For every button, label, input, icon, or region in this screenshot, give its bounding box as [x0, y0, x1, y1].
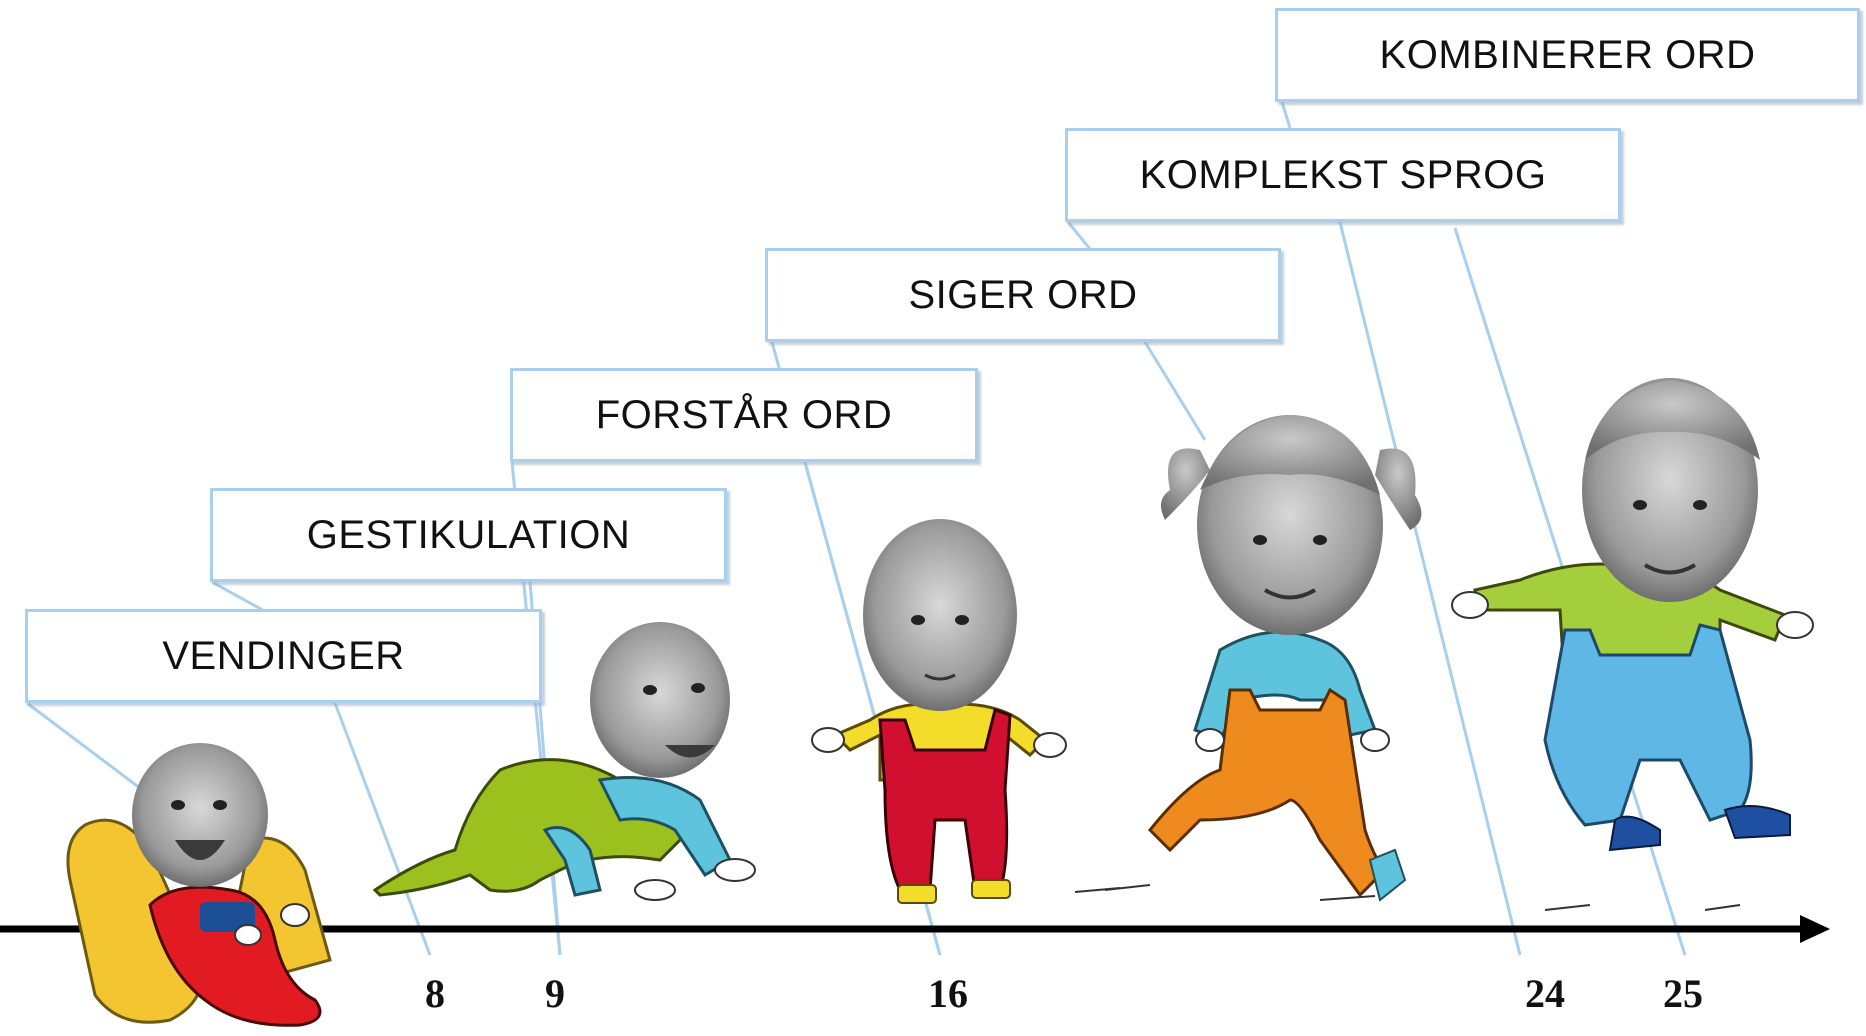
connector-komplekst-right: [1338, 221, 1522, 956]
baby-in-bouncer-icon: [66, 743, 332, 1027]
milestone-box-vendinger: VENDINGER: [25, 609, 542, 703]
milestone-box-siger-ord: SIGER ORD: [765, 248, 1281, 342]
axis-age-label: 25: [1663, 971, 1703, 1016]
pigtail-right: [1375, 448, 1422, 530]
milestone-label: KOMPLEKST SPROG: [1139, 152, 1547, 197]
connector-siger-right: [1143, 341, 1207, 441]
milestone-label: SIGER ORD: [908, 272, 1138, 317]
baby-face: [132, 743, 268, 887]
connector-kombinerer-left: [1280, 101, 1292, 129]
jumping-child-icon: [1451, 378, 1814, 911]
connector-vendinger-right: [333, 702, 432, 956]
milestone-box-kombinerer-ord: KOMBINERER ORD: [1275, 8, 1860, 102]
axis-arrowhead-icon: [1800, 915, 1830, 943]
milestone-box-gestikulation: GESTIKULATION: [210, 488, 727, 582]
crawling-baby-icon: [372, 622, 756, 901]
milestone-box-komplekst-sprog: KOMPLEKST SPROG: [1065, 128, 1621, 222]
toddler-face: [863, 519, 1017, 711]
axis-age-label: 8: [425, 971, 445, 1016]
running-toddler-icon: [1074, 415, 1422, 902]
standing-toddler-icon: [811, 519, 1067, 904]
axis-age-label: 16: [928, 971, 968, 1016]
milestone-label: VENDINGER: [162, 633, 405, 678]
axis-age-label: 24: [1525, 971, 1565, 1016]
axis-age-label: 9: [545, 971, 565, 1016]
pigtail-left: [1161, 448, 1210, 520]
baby-face: [590, 622, 730, 778]
milestone-label: KOMBINERER ORD: [1379, 32, 1756, 77]
milestone-label: GESTIKULATION: [306, 512, 631, 557]
milestone-box-forstaar-ord: FORSTÅR ORD: [510, 368, 978, 462]
milestone-label: FORSTÅR ORD: [595, 392, 893, 437]
